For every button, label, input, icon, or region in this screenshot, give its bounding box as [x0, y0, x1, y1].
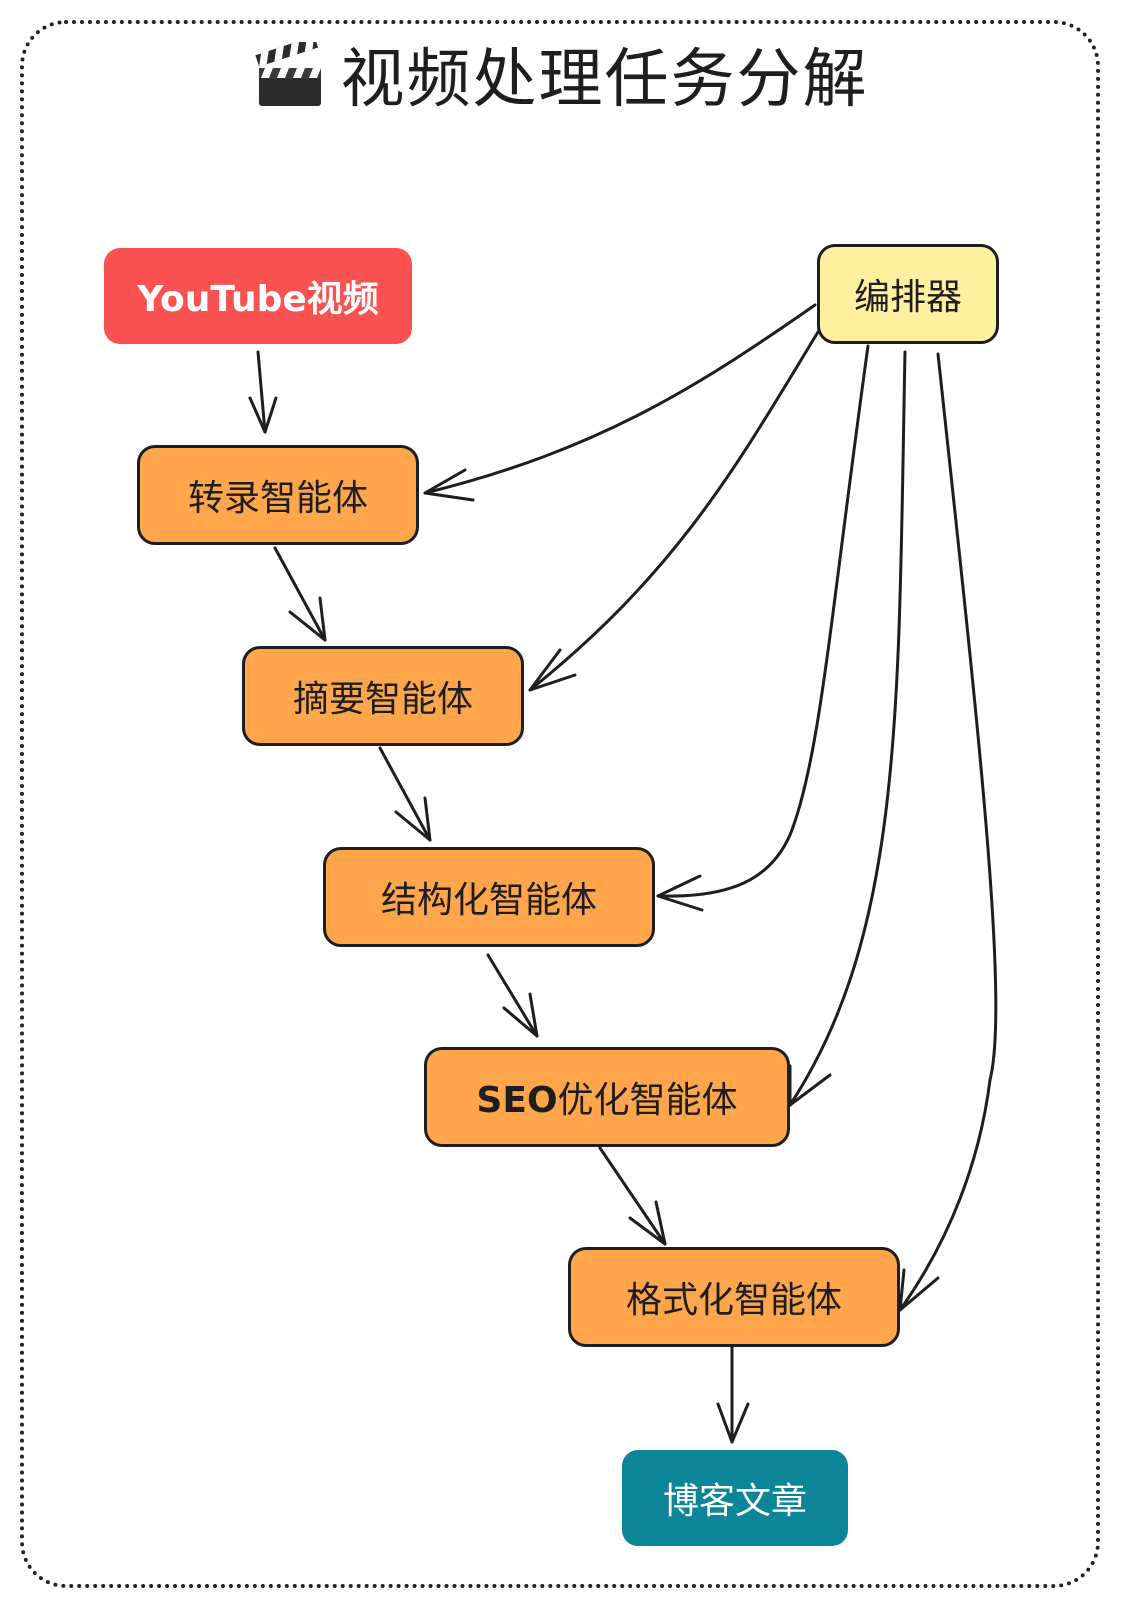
- node-orchestrator[interactable]: 编排器: [817, 244, 999, 344]
- node-format-agent-label: 格式化智能体: [625, 1280, 842, 1321]
- node-format-agent[interactable]: 格式化智能体: [568, 1247, 900, 1347]
- node-blog-article[interactable]: 博客文章: [622, 1450, 848, 1546]
- node-youtube-video[interactable]: YouTube视频: [104, 248, 412, 344]
- node-structure-agent-label: 结构化智能体: [380, 880, 597, 921]
- edge-source-to-transcribe: [248, 350, 278, 434]
- diagram-frame: [20, 20, 1100, 1588]
- edge-seo-to-format: [598, 1146, 667, 1246]
- node-seo-agent-label: SEO优化智能体: [476, 1071, 737, 1123]
- node-blog-article-label: 博客文章: [662, 1481, 807, 1522]
- clapperboard-icon: [254, 36, 325, 124]
- edge-orchestrator-to-transcribe: [423, 303, 817, 502]
- edge-structure-to-seo: [486, 953, 539, 1038]
- node-summarize-agent-label: 摘要智能体: [292, 679, 473, 720]
- node-transcribe-agent[interactable]: 转录智能体: [137, 445, 419, 545]
- edge-transcribe-to-summarize: [273, 546, 327, 642]
- node-orchestrator-label: 编排器: [853, 277, 962, 318]
- node-summarize-agent[interactable]: 摘要智能体: [242, 646, 524, 746]
- node-structure-agent[interactable]: 结构化智能体: [323, 847, 655, 947]
- seo-suffix: 优化智能体: [557, 1080, 738, 1121]
- edge-summarize-to-structure: [378, 746, 432, 842]
- seo-prefix: SEO: [476, 1080, 558, 1121]
- edge-orchestrator-to-seo: [788, 350, 907, 1107]
- page-title: 视频处理任务分解: [0, 28, 1123, 124]
- node-transcribe-agent-label: 转录智能体: [187, 478, 368, 519]
- page-title-text: 视频处理任务分解: [340, 43, 869, 117]
- edge-orchestrator-to-summarize: [528, 330, 820, 692]
- node-youtube-video-label: YouTube视频: [137, 279, 379, 320]
- edge-orchestrator-to-structure: [656, 344, 870, 912]
- node-seo-agent[interactable]: SEO优化智能体: [424, 1047, 790, 1147]
- edge-orchestrator-to-format: [898, 352, 998, 1312]
- edge-format-to-output: [716, 1344, 750, 1444]
